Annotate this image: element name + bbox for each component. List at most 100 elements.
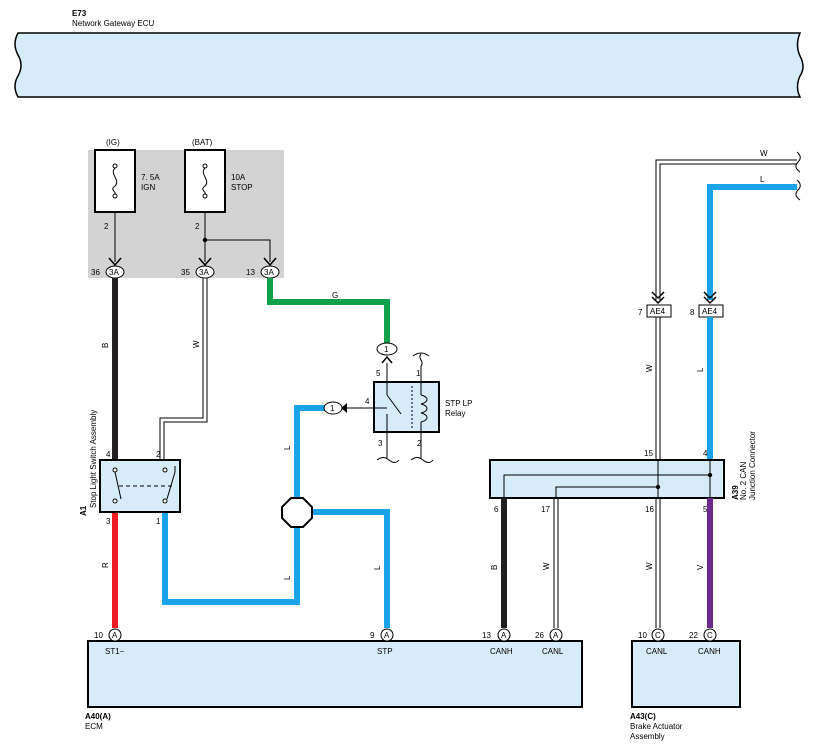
wire-label-g: G bbox=[332, 291, 338, 300]
bat-fuse-box bbox=[184, 149, 226, 213]
junction-pin-4: 4 bbox=[703, 449, 708, 458]
ae4-right-chevron-1 bbox=[703, 291, 717, 300]
junction-name-1: No. 2 CAN bbox=[739, 462, 748, 500]
brake-terminal-22 bbox=[703, 628, 717, 642]
relay-connector-top-label: 1 bbox=[384, 345, 389, 354]
relay-coil bbox=[420, 394, 428, 423]
bat-fuse-name: STOP bbox=[231, 183, 253, 192]
ecm-box bbox=[87, 640, 583, 708]
relay-connector-top bbox=[376, 342, 398, 356]
terminal-13-pin: 13 bbox=[246, 268, 255, 277]
splice-octagon bbox=[281, 497, 313, 528]
ig-fuse-name: IGN bbox=[141, 183, 155, 192]
stop-switch-pin-4: 4 bbox=[106, 450, 111, 459]
ecm-terminal-9 bbox=[380, 628, 394, 642]
ae4-right-label: AE4 bbox=[702, 307, 718, 316]
ecm-code: A40(A) bbox=[85, 712, 111, 721]
wire-label-l-lower: L bbox=[283, 575, 292, 580]
junction-pin-17: 17 bbox=[541, 505, 550, 514]
junction-dot-l bbox=[655, 484, 661, 490]
stop-switch-code: A1 bbox=[79, 505, 88, 516]
wire-label-w-left: W bbox=[192, 340, 201, 348]
wire-label-v: V bbox=[696, 564, 705, 570]
wire-label-b-left: B bbox=[101, 343, 110, 348]
chevron-36 bbox=[108, 257, 122, 267]
junction-bus-h bbox=[503, 474, 710, 498]
wire-w-top-inner bbox=[659, 163, 797, 300]
wire-label-r: R bbox=[101, 562, 110, 568]
relay-break-3 bbox=[376, 457, 400, 463]
ig-fuse-pin: 2 bbox=[104, 222, 109, 231]
wire-w-top-outer bbox=[655, 159, 797, 300]
junction-pin-16: 16 bbox=[645, 505, 654, 514]
wire-green-g bbox=[267, 278, 390, 343]
wire-label-w-ae: W bbox=[645, 364, 654, 372]
relay-name-1: STP LP bbox=[445, 399, 472, 408]
junction-dot-h bbox=[707, 472, 713, 478]
junction-pin-5: 5 bbox=[703, 505, 708, 514]
bat-fuse-pin: 2 bbox=[195, 222, 200, 231]
junction-pin-15: 15 bbox=[644, 449, 653, 458]
wire-label-l-ae: L bbox=[696, 367, 705, 372]
wire-label-b-can: B bbox=[490, 565, 499, 570]
ecm-signal-stp: STP bbox=[377, 647, 393, 656]
bat-branch-wire bbox=[205, 239, 271, 262]
relay-pin-3: 3 bbox=[378, 439, 383, 448]
terminal-13-label: 3A bbox=[264, 268, 274, 277]
ecm-signal-canl: CANL bbox=[542, 647, 564, 656]
relay-connector-side bbox=[323, 401, 343, 415]
ecm-terminal-26 bbox=[549, 628, 563, 642]
gateway-ecu-box bbox=[14, 32, 804, 98]
relay-switch-arm bbox=[386, 394, 402, 415]
wire-blue-l-upper bbox=[294, 405, 326, 497]
terminal-35-label: 3A bbox=[199, 268, 209, 277]
bat-fuse-node-top bbox=[202, 163, 208, 169]
wire-w-inner bbox=[163, 278, 208, 460]
relay-pin-4: 4 bbox=[365, 397, 370, 406]
ecm-terminal-26-label: A bbox=[553, 631, 559, 640]
relay-pin-2: 2 bbox=[417, 439, 422, 448]
brake-pin-10: 10 bbox=[638, 631, 647, 640]
junction-code: A39 bbox=[731, 485, 740, 500]
brake-terminal-10 bbox=[651, 628, 665, 642]
ae4-left-box bbox=[646, 304, 672, 318]
ecm-terminal-13 bbox=[497, 628, 511, 642]
ig-fuse-node-top bbox=[112, 163, 118, 169]
stop-switch-name: Stop Light Switch Assembly bbox=[89, 410, 98, 508]
relay-chevron-top bbox=[381, 355, 393, 364]
ecm-pin-13: 13 bbox=[482, 631, 491, 640]
wire-w-outer bbox=[159, 278, 204, 460]
ae4-left-chevron-1 bbox=[651, 291, 665, 300]
ig-fuse-rating: 7. 5A bbox=[141, 173, 160, 182]
stop-switch-node-3 bbox=[112, 498, 118, 504]
terminal-35-pin: 35 bbox=[181, 268, 190, 277]
ecm-pin-26: 26 bbox=[535, 631, 544, 640]
relay-side-arrow bbox=[341, 403, 347, 413]
stop-switch-node-1 bbox=[162, 498, 168, 504]
relay-name-2: Relay bbox=[445, 409, 465, 418]
gateway-name: Network Gateway ECU bbox=[72, 19, 154, 28]
bat-source-label: (BAT) bbox=[192, 138, 213, 147]
wire-label-w-top: W bbox=[760, 149, 768, 158]
ecm-terminal-9-label: A bbox=[384, 631, 390, 640]
stop-switch-node-4 bbox=[112, 467, 118, 473]
ig-fuse-element bbox=[112, 167, 118, 195]
brake-actuator-code: A43(C) bbox=[630, 712, 656, 721]
junction-name-2: Junction Connector bbox=[748, 431, 757, 500]
brake-terminal-22-label: C bbox=[707, 631, 713, 640]
brake-actuator-name-1: Brake Actuator bbox=[630, 722, 683, 731]
gateway-code: E73 bbox=[72, 9, 87, 18]
ig-fuse-box bbox=[94, 149, 136, 213]
ae4-left-label: AE4 bbox=[650, 307, 666, 316]
relay-break-1 bbox=[412, 352, 430, 357]
brake-actuator-name-2: Assembly bbox=[630, 732, 665, 741]
relay-break-2 bbox=[410, 457, 434, 463]
junction-pin-6: 6 bbox=[494, 505, 499, 514]
ecm-terminal-10 bbox=[108, 628, 122, 642]
terminal-35-connector bbox=[195, 265, 215, 279]
brake-signal-canl: CANL bbox=[646, 647, 668, 656]
stop-switch-pin-1: 1 bbox=[156, 517, 161, 526]
stop-switch-pin-3: 3 bbox=[106, 517, 111, 526]
chevron-13 bbox=[263, 257, 277, 267]
